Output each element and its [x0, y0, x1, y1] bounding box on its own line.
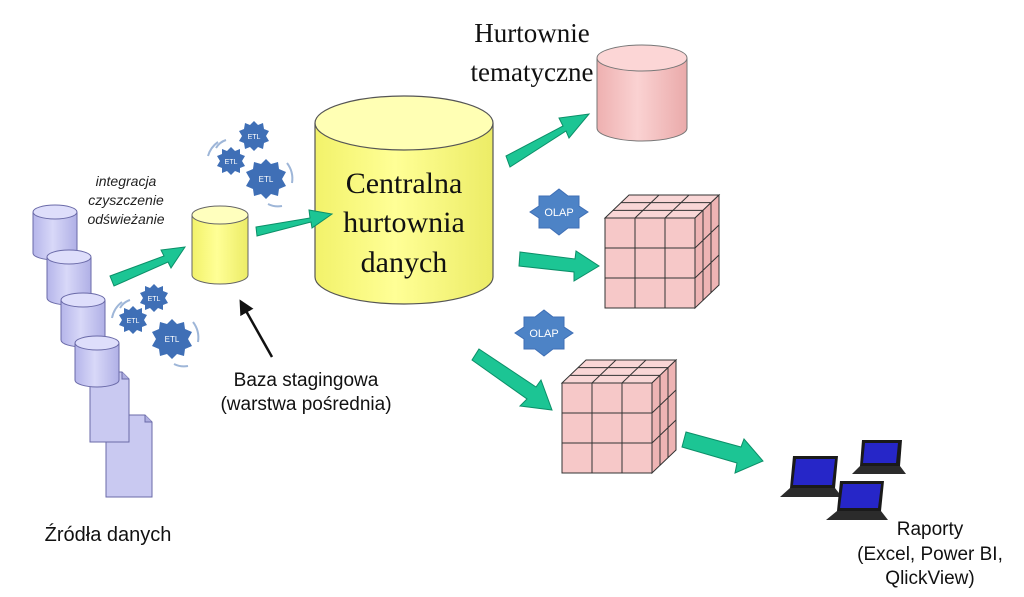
arrow-icon-staging-to-central [255, 209, 334, 237]
central-warehouse-label-line-3: danych [361, 246, 448, 279]
etl-badge-label: ETL [225, 159, 238, 166]
etl-badge-label: ETL [148, 296, 161, 303]
arrow-icon-central-to-cube-1 [518, 250, 600, 282]
etl-badge-label: ETL [248, 134, 261, 141]
integration-label-line-1: integracja [96, 173, 157, 189]
thematic-label-line-1: Hurtownie [474, 18, 589, 48]
thematic-warehouse-database-icon [596, 44, 688, 142]
thematic-warehouses-label: Hurtownie tematyczne [471, 18, 594, 87]
source-database-icon-3 [60, 292, 106, 348]
laptop-icon-2 [780, 456, 842, 497]
reports-label-line-3: QlickView) [885, 568, 974, 589]
etl-gear-icon-top-2: ETL [217, 147, 245, 175]
central-warehouse-database-icon [314, 95, 494, 305]
olap-badge-icon-1: OLAP [529, 188, 589, 236]
etl-gear-icon-bottom-2: ETL [119, 306, 147, 334]
reports-label-line-2: (Excel, Power BI, [857, 544, 1003, 565]
olap-cube-icon-2 [560, 358, 678, 475]
sources-label: Źródła danych [45, 523, 172, 546]
staging-database-icon [191, 205, 249, 285]
etl-gear-icon-bottom-1: ETL [140, 284, 168, 312]
thematic-label-line-2: tematyczne [471, 57, 594, 87]
reports-label-line-1: Raporty [897, 519, 964, 540]
etl-badge-label: ETL [165, 335, 180, 344]
olap-badge-icon-2: OLAP [514, 309, 574, 357]
source-database-icon-4 [74, 335, 120, 388]
arrow-icon-cube-to-reports [681, 431, 764, 474]
reports-label: Raporty (Excel, Power BI, QlickView) [857, 519, 1003, 589]
olap-badge-label: OLAP [544, 207, 573, 219]
olap-badge-label: OLAP [529, 328, 558, 340]
staging-label: Baza stagingowa (warstwa pośrednia) [220, 370, 391, 415]
central-warehouse-label-line-2: hurtownia [343, 206, 465, 239]
etl-motion-arcs-bottom [111, 299, 200, 368]
arrow-icon-central-to-cube-2 [471, 348, 553, 411]
integration-label-line-3: odświeżanie [87, 211, 164, 227]
etl-badge-label: ETL [259, 175, 274, 184]
central-warehouse-label-line-1: Centralna [346, 167, 463, 200]
integration-label: integracja czyszczenie odświeżanie [87, 173, 164, 227]
olap-cube-icon-1 [603, 193, 721, 310]
laptop-icon-1 [852, 440, 906, 474]
etl-gear-icon-top-3: ETL [246, 159, 286, 199]
etl-badge-label: ETL [127, 318, 140, 325]
etl-gear-icon-bottom-3: ETL [152, 319, 192, 359]
staging-pointer-arrow [239, 299, 274, 358]
arrow-icon-sources-to-staging [109, 246, 187, 287]
laptop-icon-3 [826, 481, 888, 520]
staging-label-line-2: (warstwa pośrednia) [220, 394, 391, 415]
etl-motion-arcs-top [207, 139, 294, 208]
staging-label-line-1: Baza stagingowa [234, 370, 379, 391]
central-warehouse-label: Centralna hurtownia danych [343, 167, 465, 279]
etl-gear-icon-top-1: ETL [239, 121, 269, 151]
arrow-icon-central-to-thematic [505, 113, 591, 168]
integration-label-line-2: czyszczenie [88, 192, 164, 208]
